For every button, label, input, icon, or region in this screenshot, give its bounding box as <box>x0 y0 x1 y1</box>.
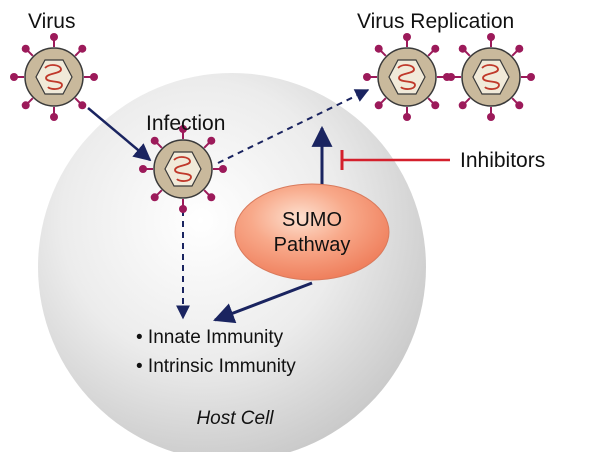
sumo-pathway-ellipse <box>234 183 390 281</box>
infection-to-replication-arrow <box>217 89 370 164</box>
infecting-virus-icon <box>138 124 228 214</box>
virus-label: Virus <box>28 10 75 33</box>
host-cell <box>38 73 426 452</box>
innate-immunity-label: • Innate Immunity <box>136 327 284 348</box>
infection-label: Infection <box>146 112 225 135</box>
sumo-label-line2: Pathway <box>274 234 351 256</box>
host-cell-label: Host Cell <box>196 408 274 429</box>
inhibitors-label: Inhibitors <box>460 149 545 172</box>
sumo-to-immunity-arrow <box>213 281 313 324</box>
virus-particle-icon <box>9 32 100 122</box>
intrinsic-immunity-label: • Intrinsic Immunity <box>136 356 296 377</box>
virus-replication-label: Virus Replication <box>357 10 514 33</box>
replicated-virus-icon-1 <box>362 32 452 122</box>
virus-to-infection-arrow <box>87 107 152 162</box>
sumo-label-line1: SUMO <box>282 209 342 231</box>
replicated-virus-icon-2 <box>446 32 536 122</box>
